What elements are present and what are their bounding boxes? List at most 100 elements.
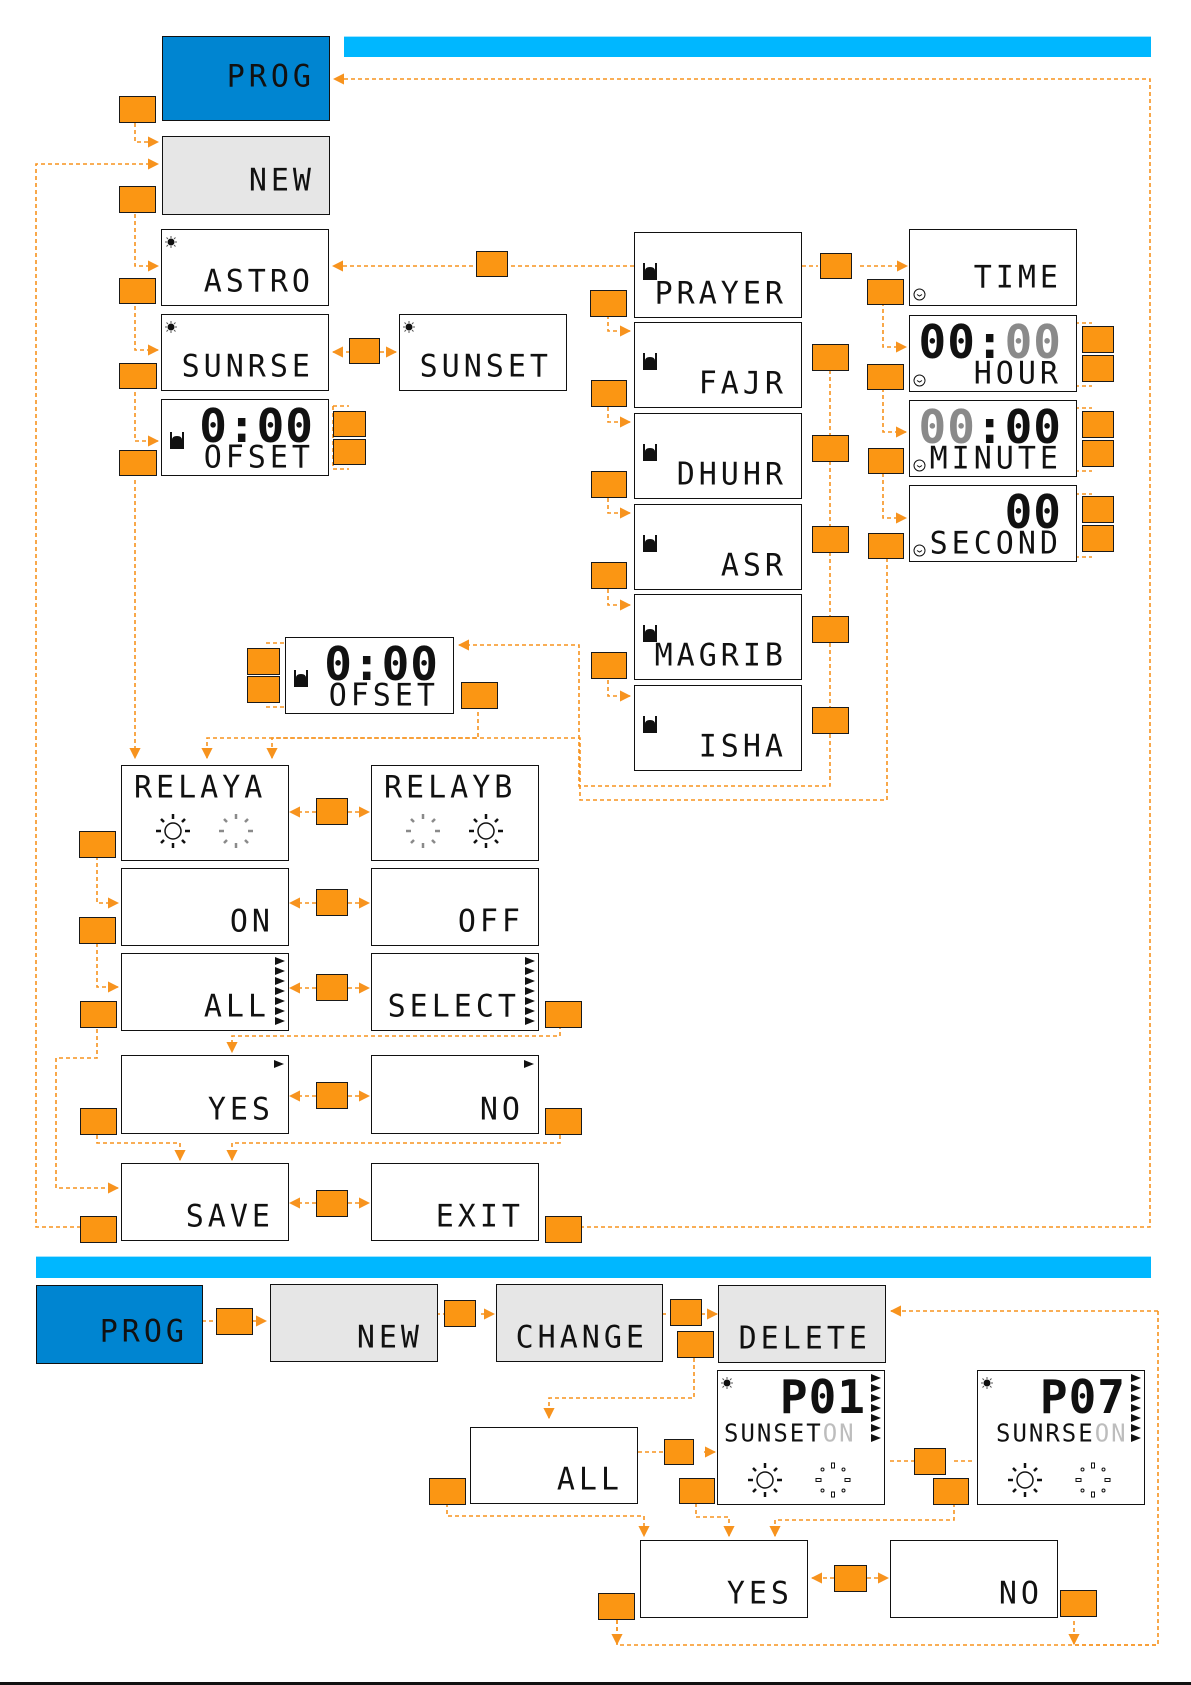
key-button[interactable]: [79, 917, 116, 944]
key-button[interactable]: [316, 1190, 348, 1217]
key-button[interactable]: [812, 435, 849, 462]
program-p01-screen[interactable]: P01 SUNSETON: [717, 1370, 885, 1505]
key-button[interactable]: [119, 96, 156, 123]
triangle-right-icon: [871, 1374, 881, 1446]
down-button[interactable]: [1082, 440, 1114, 467]
relay-b-label: RELAYB: [384, 769, 516, 806]
key-button[interactable]: [316, 798, 348, 825]
key-button[interactable]: [679, 1478, 715, 1504]
key-button[interactable]: [119, 278, 156, 304]
key-button[interactable]: [119, 186, 156, 213]
key-button[interactable]: [591, 652, 627, 679]
sunset-screen[interactable]: SUNSET: [399, 314, 567, 391]
delete-no-screen[interactable]: NO: [890, 1540, 1058, 1618]
no-screen[interactable]: NO: [371, 1055, 539, 1134]
all-screen[interactable]: ALL: [121, 953, 289, 1031]
key-button[interactable]: [476, 251, 508, 277]
change-screen[interactable]: CHANGE: [496, 1284, 663, 1362]
prog-screen-2[interactable]: PROG: [36, 1285, 203, 1364]
delete-screen[interactable]: DELETE: [718, 1285, 886, 1363]
up-button[interactable]: [333, 411, 366, 437]
new-screen-2[interactable]: NEW: [270, 1284, 438, 1362]
relay-b-screen[interactable]: RELAYB: [371, 765, 539, 861]
up-button[interactable]: [1082, 411, 1114, 438]
prayer-screen[interactable]: PRAYER: [634, 232, 802, 318]
key-button[interactable]: [79, 831, 116, 858]
astro-screen[interactable]: ASTRO: [161, 229, 329, 306]
key-button[interactable]: [461, 682, 498, 709]
key-button[interactable]: [677, 1331, 714, 1358]
key-button[interactable]: [868, 533, 904, 559]
time-screen[interactable]: TIME: [909, 229, 1077, 306]
prog-screen[interactable]: PROG: [162, 36, 330, 121]
save-screen[interactable]: SAVE: [121, 1163, 289, 1241]
delete-all-screen[interactable]: ALL: [470, 1427, 638, 1504]
select-screen[interactable]: SELECT: [371, 953, 539, 1031]
off-screen[interactable]: OFF: [371, 868, 539, 946]
triangle-right-icon: [275, 957, 285, 1029]
key-button[interactable]: [590, 290, 627, 317]
hour-screen[interactable]: 00:00 HOUR: [909, 315, 1077, 392]
prayer-offset-screen[interactable]: 0:00 OFSET: [285, 637, 454, 714]
key-button[interactable]: [80, 1001, 117, 1028]
key-button[interactable]: [868, 448, 904, 474]
key-button[interactable]: [80, 1216, 117, 1243]
key-button[interactable]: [316, 889, 348, 916]
key-button[interactable]: [591, 471, 627, 498]
sunrise-screen[interactable]: SUNRSE: [161, 314, 329, 391]
down-button[interactable]: [247, 676, 280, 703]
key-button[interactable]: [670, 1299, 702, 1326]
key-button[interactable]: [349, 338, 380, 364]
dhuhr-screen[interactable]: DHUHR: [634, 413, 802, 499]
key-button[interactable]: [933, 1478, 969, 1505]
key-button[interactable]: [216, 1308, 253, 1335]
new-screen[interactable]: NEW: [162, 136, 330, 215]
key-button[interactable]: [591, 562, 627, 589]
relay-a-screen[interactable]: RELAYA: [121, 765, 289, 861]
key-button[interactable]: [316, 1082, 348, 1109]
key-button[interactable]: [664, 1439, 694, 1465]
key-button[interactable]: [812, 344, 849, 371]
key-button[interactable]: [591, 380, 627, 407]
up-button[interactable]: [1082, 496, 1114, 523]
magrib-screen[interactable]: MAGRIB: [634, 594, 802, 680]
asr-screen[interactable]: ASR: [634, 504, 802, 590]
key-button[interactable]: [598, 1593, 635, 1620]
offset-screen[interactable]: 0:00 OFSET: [161, 399, 329, 476]
second-screen[interactable]: 00 SECOND: [909, 485, 1077, 562]
key-button[interactable]: [812, 707, 849, 734]
key-button[interactable]: [914, 1448, 946, 1475]
key-button[interactable]: [545, 1001, 582, 1028]
on-label: ON: [230, 903, 274, 940]
relay-on-icon: [746, 1461, 784, 1499]
key-button[interactable]: [119, 450, 157, 476]
fajr-screen[interactable]: FAJR: [634, 322, 802, 408]
exit-screen[interactable]: EXIT: [371, 1163, 539, 1241]
on-screen[interactable]: ON: [121, 868, 289, 946]
program-p07-screen[interactable]: P07 SUNRSEON: [977, 1370, 1145, 1505]
key-button[interactable]: [812, 526, 849, 553]
key-button[interactable]: [867, 364, 904, 390]
key-button[interactable]: [545, 1216, 582, 1243]
delete-yes-screen[interactable]: YES: [640, 1540, 808, 1618]
clock-icon: [913, 288, 926, 301]
minute-screen[interactable]: 00:00 MINUTE: [909, 400, 1077, 477]
key-button[interactable]: [80, 1108, 117, 1135]
key-button[interactable]: [820, 253, 852, 279]
isha-screen[interactable]: ISHA: [634, 685, 802, 771]
up-button[interactable]: [1082, 326, 1114, 353]
key-button[interactable]: [867, 279, 904, 305]
key-button[interactable]: [444, 1300, 476, 1327]
key-button[interactable]: [834, 1565, 867, 1592]
key-button[interactable]: [429, 1478, 466, 1505]
key-button[interactable]: [545, 1108, 582, 1135]
down-button[interactable]: [1082, 355, 1114, 382]
key-button[interactable]: [812, 616, 849, 643]
up-button[interactable]: [247, 648, 280, 675]
key-button[interactable]: [119, 363, 157, 389]
down-button[interactable]: [333, 439, 366, 465]
key-button[interactable]: [1060, 1590, 1097, 1617]
yes-screen[interactable]: YES: [121, 1055, 289, 1134]
key-button[interactable]: [316, 974, 348, 1001]
down-button[interactable]: [1082, 525, 1114, 552]
